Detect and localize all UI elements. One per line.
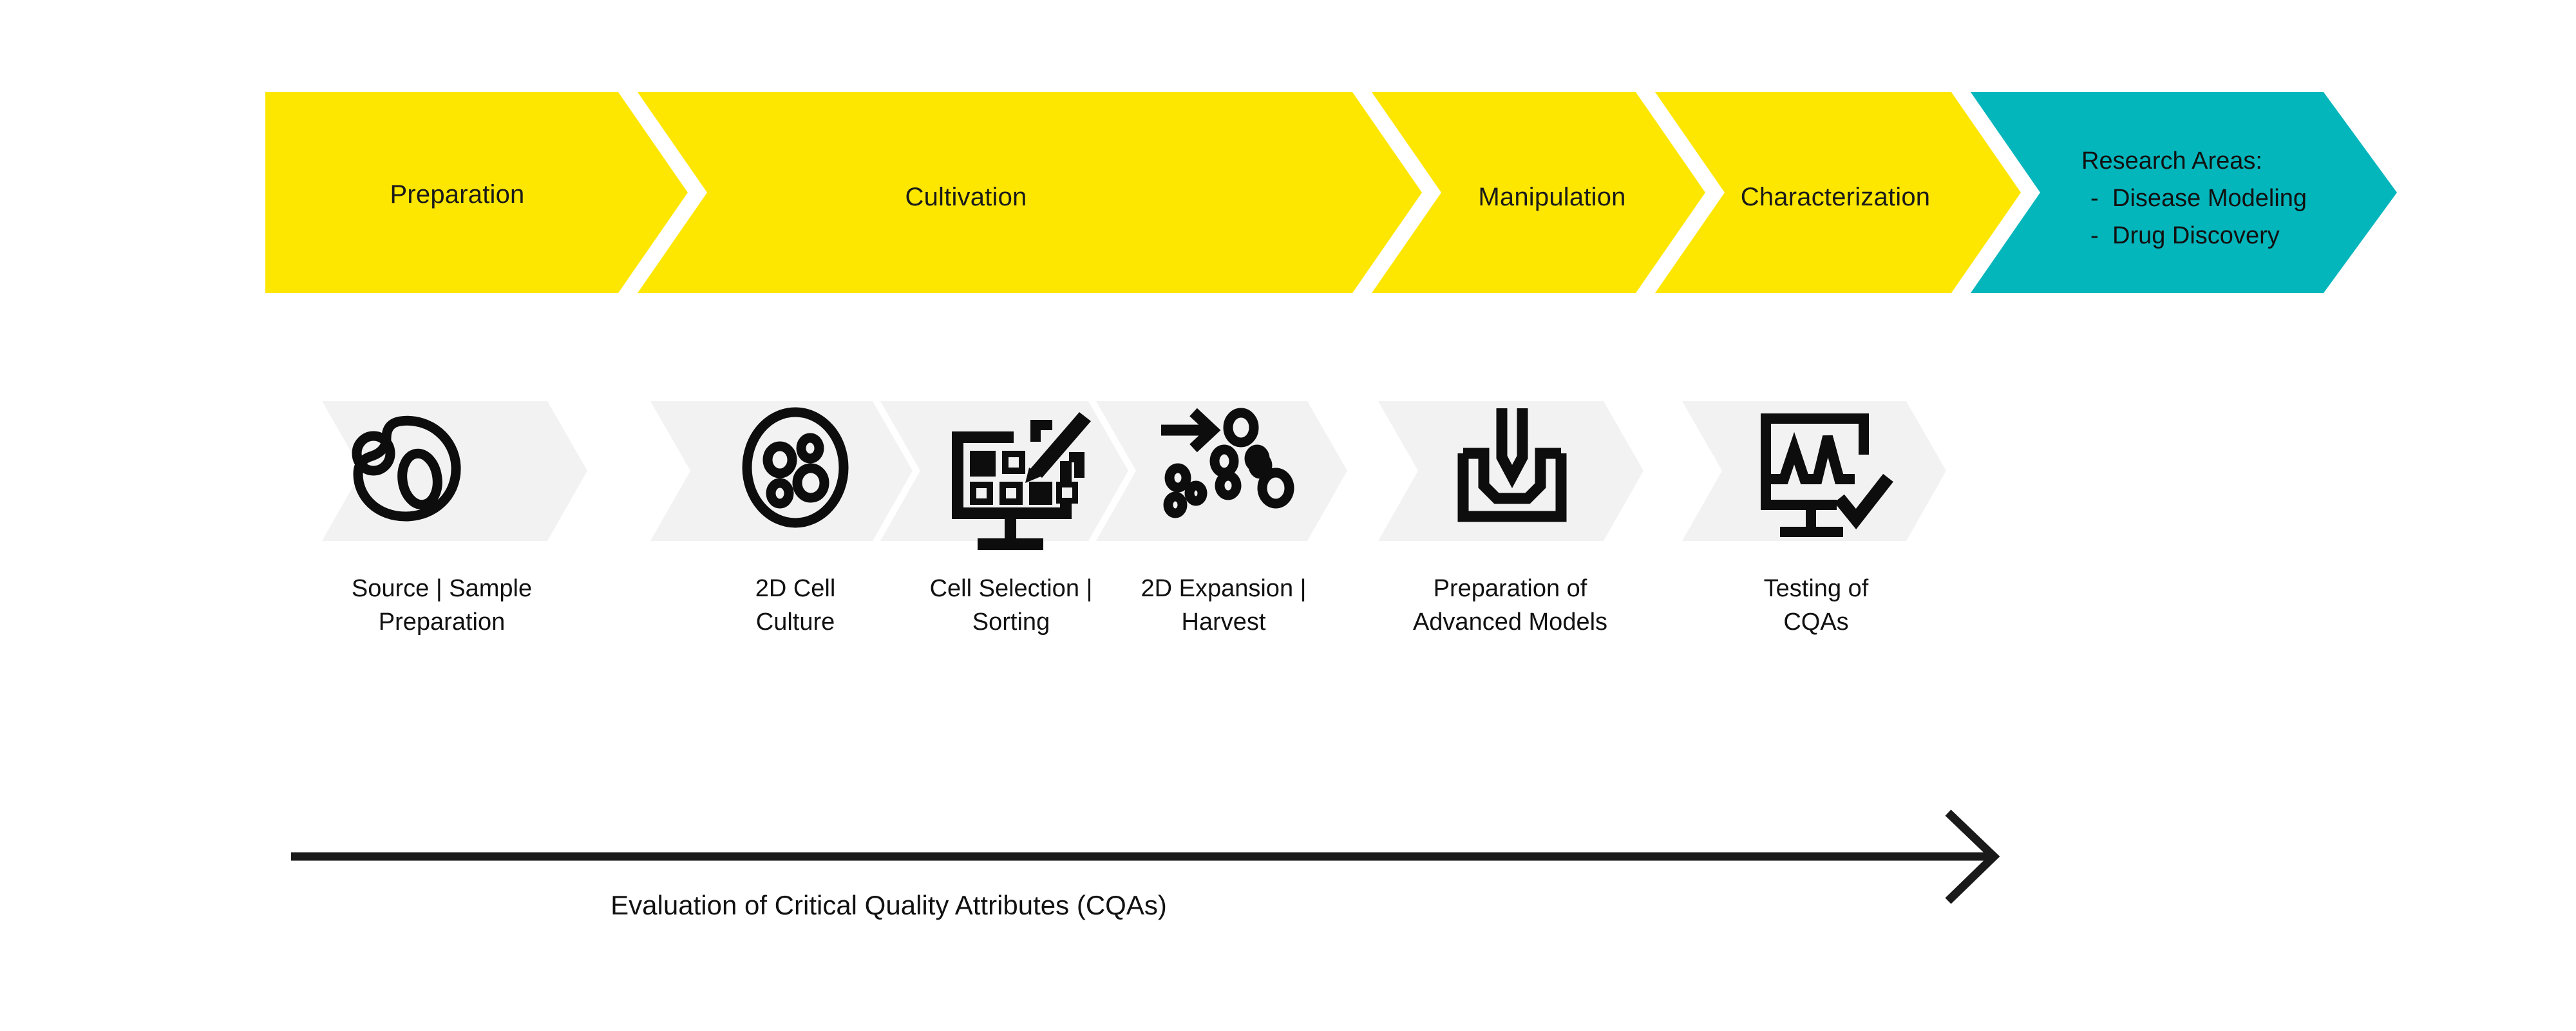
- phase-label-text: Characterization: [1740, 183, 1931, 211]
- step-label-line2: Culture: [755, 609, 835, 636]
- phase-label-text: Cultivation: [905, 183, 1027, 211]
- phase-label-manipulation: Manipulation: [1417, 182, 1687, 213]
- phase-banner: [265, 92, 2397, 293]
- evaluation-arrow-head: [1945, 809, 2000, 904]
- step-label-testing-of-cqas: Testing of CQAs: [1687, 572, 1945, 639]
- phase-chevron-manipulation[interactable]: [1372, 92, 1705, 293]
- petri-dish-icon: [742, 407, 849, 528]
- step-label-line2: Advanced Models: [1412, 609, 1608, 636]
- phase-label-cultivation: Cultivation: [831, 182, 1101, 213]
- research-areas-block: Research Areas: -Disease Modeling -Drug …: [2081, 143, 2416, 254]
- bullet-dash: -: [2090, 222, 2099, 249]
- step-label-source-sample-preparation: Source | Sample Preparation: [313, 572, 571, 639]
- monitor-waveform-check-icon: [1761, 413, 1893, 537]
- step-label-line2: Harvest: [1181, 609, 1266, 636]
- step-label-line1: 2D Cell: [755, 575, 836, 602]
- phase-chevron-research-areas[interactable]: [1971, 92, 2397, 293]
- research-item-label: Disease Modeling: [2112, 184, 2307, 212]
- step-label-line2: Sorting: [972, 609, 1050, 636]
- phase-label-text: Preparation: [390, 180, 525, 209]
- step-chevron-row: [322, 401, 1946, 541]
- phase-chevron-cultivation[interactable]: [638, 92, 1422, 293]
- step-label-2d-cell-culture: 2D Cell Culture: [667, 572, 924, 639]
- step-label-line1: 2D Expansion |: [1141, 575, 1307, 602]
- step-label-line2: CQAs: [1783, 609, 1849, 636]
- step-label-line1: Preparation of: [1433, 575, 1587, 602]
- step-label-cell-selection-sorting: Cell Selection | Sorting: [882, 572, 1140, 639]
- step-label-line2: Preparation: [378, 609, 506, 636]
- phase-label-text: Manipulation: [1478, 183, 1626, 211]
- evaluation-arrow-caption: Evaluation of Critical Quality Attribute…: [611, 890, 1167, 920]
- pipette-well-icon: [1457, 408, 1567, 522]
- research-item-label: Drug Discovery: [2112, 222, 2280, 249]
- research-areas-item-drug-discovery: -Drug Discovery: [2081, 218, 2416, 255]
- step-label-line1: Source | Sample: [351, 575, 533, 602]
- step-label-2d-expansion-harvest: 2D Expansion | Harvest: [1095, 572, 1352, 639]
- phase-chevron-characterization[interactable]: [1655, 92, 2021, 293]
- bullet-dash: -: [2090, 184, 2099, 212]
- research-areas-title: Research Areas:: [2081, 147, 2262, 175]
- research-areas-item-disease-modeling: -Disease Modeling: [2081, 180, 2416, 218]
- evaluation-arrow: [291, 809, 2000, 904]
- cell-expansion-arrow-icon: [1161, 408, 1294, 518]
- monitor-grid-select-icon: [952, 412, 1091, 550]
- tissue-sample-icon: [352, 415, 461, 522]
- phase-label-preparation: Preparation: [322, 179, 592, 210]
- phase-chevron-preparation[interactable]: [265, 92, 688, 293]
- step-label-preparation-advanced-models: Preparation of Advanced Models: [1359, 572, 1662, 639]
- step-label-line1: Testing of: [1763, 575, 1869, 602]
- phase-label-characterization: Characterization: [1700, 182, 1971, 213]
- step-label-line1: Cell Selection |: [929, 575, 1093, 602]
